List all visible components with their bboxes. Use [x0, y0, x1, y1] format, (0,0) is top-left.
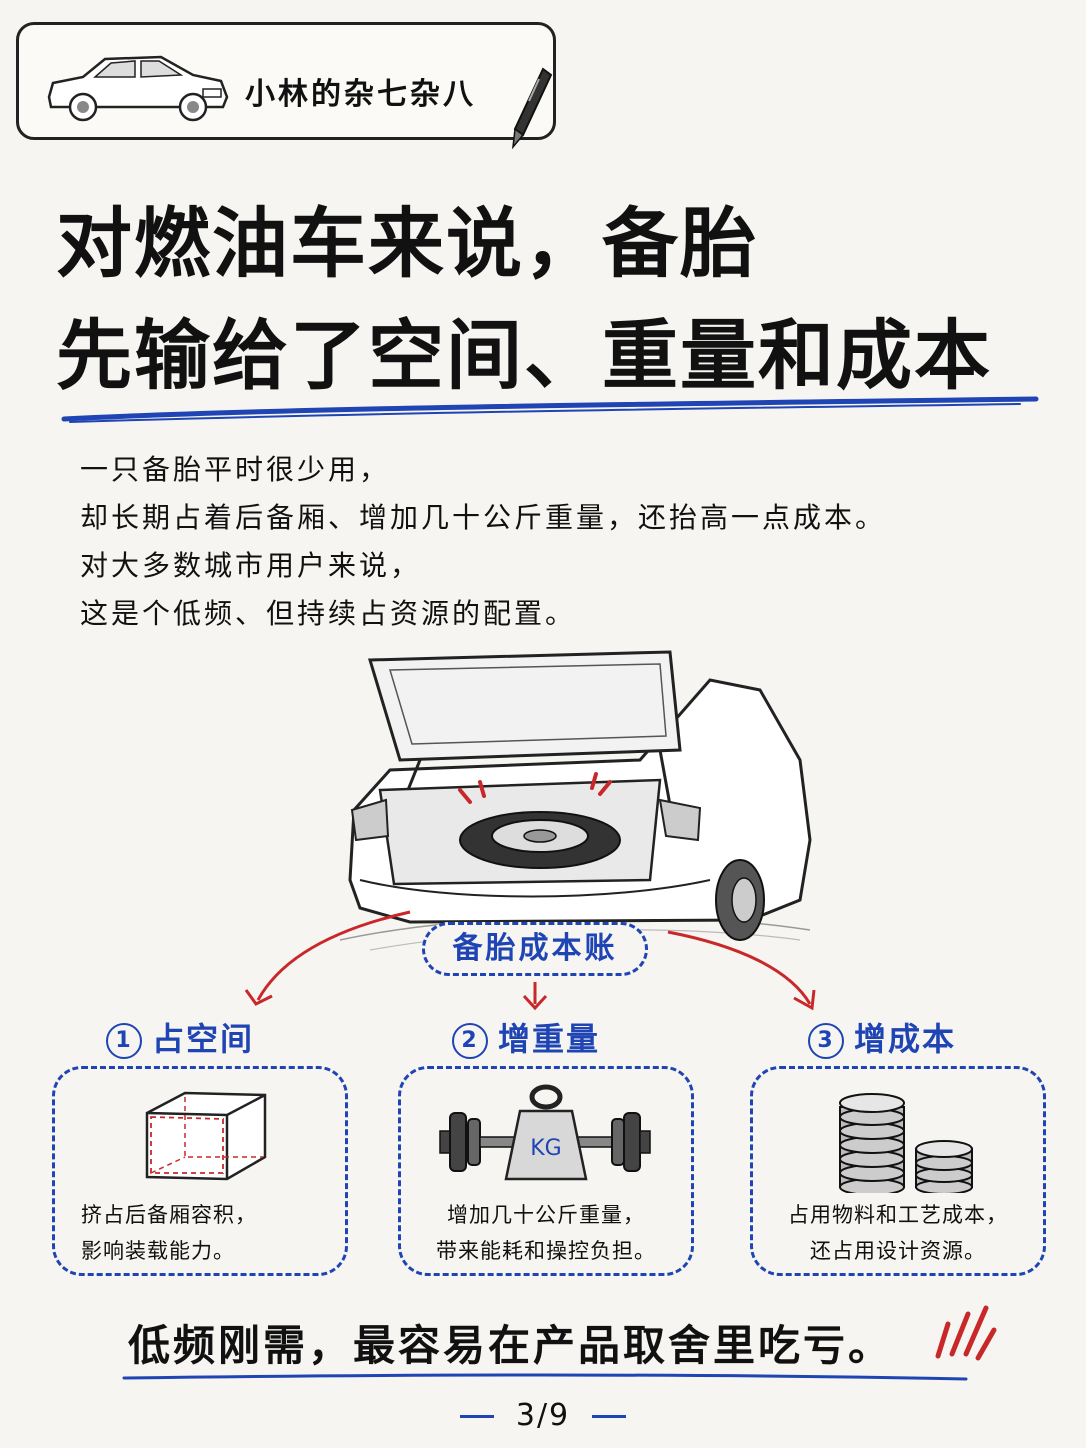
category-title-weight: 2 增重量: [452, 1014, 600, 1060]
category-label: 增重量: [498, 1020, 601, 1058]
category-title-cost: 3 增成本: [808, 1014, 956, 1060]
card-desc-line: 影响装载能力。: [81, 1239, 235, 1263]
card-desc-line: 增加几十公斤重量，: [447, 1203, 645, 1227]
card-space: 挤占后备厢容积， 影响装载能力。: [52, 1066, 348, 1276]
dumbbell-kg-icon: KG: [439, 1084, 651, 1181]
spare-tire-cost-label: 备胎成本账: [422, 922, 648, 976]
page-number: 3/9: [515, 1398, 571, 1433]
card-desc-line: 带来能耗和操控负担。: [436, 1239, 656, 1263]
pen-icon: [512, 67, 553, 149]
card-desc-line: 还占用设计资源。: [810, 1239, 986, 1263]
number-badge: 2: [452, 1023, 488, 1059]
number-badge: 1: [106, 1023, 142, 1059]
headline-line-2: 先输给了空间、重量和成本: [56, 311, 992, 400]
card-cost: 占用物料和工艺成本， 还占用设计资源。: [750, 1066, 1046, 1276]
category-label: 占空间: [152, 1020, 255, 1058]
dash-left: [459, 1415, 494, 1418]
intro-line: 一只备胎平时很少用，: [80, 453, 391, 486]
card-desc-line: 挤占后备厢容积，: [81, 1203, 257, 1227]
weight-kg-label: KG: [530, 1136, 561, 1161]
card-weight: KG 增加几十公斤重量， 带来能耗和操控负担。: [398, 1066, 694, 1276]
card-desc-line: 占用物料和工艺成本，: [788, 1203, 1008, 1227]
headline-line-1: 对燃油车来说，备胎: [56, 199, 758, 288]
category-label: 增成本: [854, 1020, 957, 1058]
intro-text: 一只备胎平时很少用， 却长期占着后备厢、增加几十公斤重量，还抬高一点成本。 对大…: [80, 446, 1040, 638]
conclusion-text: 低频刚需，最容易在产品取舍里吃亏。: [128, 1321, 894, 1370]
car-trunk-illustration: [339, 650, 812, 951]
box-icon: [145, 1091, 267, 1181]
sedan-car-icon: [47, 55, 229, 122]
coins-icon: [839, 1093, 973, 1196]
headline-underline: [61, 396, 1039, 423]
page-indicator: 3/9: [0, 1398, 1086, 1433]
intro-line: 却长期占着后备厢、增加几十公斤重量，还抬高一点成本。: [80, 501, 887, 534]
intro-line: 这是个低频、但持续占资源的配置。: [80, 597, 577, 630]
emphasis-marks-icon: [935, 1305, 997, 1361]
intro-line: 对大多数城市用户来说，: [80, 549, 422, 582]
category-title-space: 1 占空间: [106, 1014, 254, 1060]
dash-right: [592, 1415, 627, 1418]
blog-title: 小林的杂七杂八: [245, 77, 476, 112]
blog-header: 小林的杂七杂八: [16, 22, 556, 149]
conclusion-underline: [122, 1373, 968, 1381]
headline: 对燃油车来说，备胎 先输给了空间、重量和成本: [56, 188, 1066, 412]
number-badge: 3: [808, 1023, 844, 1059]
